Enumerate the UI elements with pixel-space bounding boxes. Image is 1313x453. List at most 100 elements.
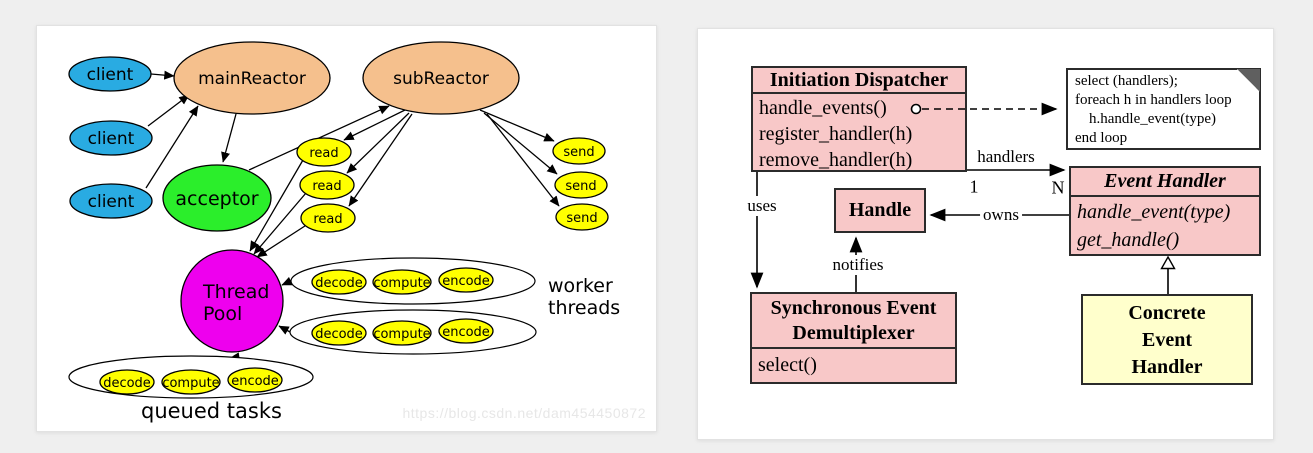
- synchronous-event-demultiplexer-class: Synchronous Event Demultiplexer select(): [750, 292, 957, 384]
- read-2-label: read: [312, 179, 341, 194]
- method-select: select(): [758, 354, 817, 376]
- ceh-title-line2: Event: [1142, 329, 1192, 351]
- event-handler-title: Event Handler: [1071, 168, 1259, 197]
- edge-read2-threadpool: [253, 192, 307, 255]
- ceh-title: Concrete Event Handler: [1083, 296, 1251, 381]
- sed-title: Synchronous Event Demultiplexer: [752, 294, 955, 349]
- q-compute-label: compute: [162, 376, 219, 391]
- edge-subreactor-send1: [479, 109, 555, 142]
- ceh-title-line3: Handler: [1131, 356, 1203, 378]
- edge-subreactor-read2: [346, 112, 410, 174]
- notifies-edge-label: notifies: [829, 255, 887, 275]
- node-acceptor: [162, 164, 272, 232]
- note-line-1: select (handlers);: [1075, 73, 1178, 89]
- edge-mainreactor-acceptor: [221, 113, 237, 163]
- queued-tasks-label: queued tasks: [141, 399, 282, 423]
- node-main-reactor: [173, 41, 331, 115]
- note-line-2: foreach h in handlers loop: [1075, 92, 1232, 108]
- ceh-title-line1: Concrete: [1128, 302, 1206, 324]
- uses-edge-label: uses: [744, 196, 780, 216]
- w1-encode-label: encode: [442, 274, 490, 289]
- inheritance-triangle-icon: [1160, 255, 1176, 270]
- reactor-annotations: worker threads queued tasks: [141, 275, 620, 423]
- node-send-3: [555, 203, 609, 231]
- owns-edge-label: owns: [980, 205, 1022, 225]
- node-q-encode: [227, 367, 283, 393]
- node-send-1: [552, 137, 606, 165]
- w2-encode-label: encode: [442, 325, 490, 340]
- node-q-compute: [161, 369, 221, 395]
- method-register-handler: register_handler(h): [759, 123, 913, 145]
- edge-client2-mainreactor: [147, 94, 190, 127]
- thread-pool-label-line1: Thread: [202, 281, 269, 303]
- method-remove-handler: remove_handler(h): [759, 149, 913, 171]
- node-read-1: [296, 137, 352, 167]
- w1-decode-label: decode: [315, 276, 363, 291]
- send-3-label: send: [566, 211, 597, 226]
- reactor-nodes: [68, 41, 609, 395]
- sub-reactor-label: subReactor: [393, 69, 489, 89]
- node-read-2: [299, 170, 355, 200]
- worker-threads-label-line2: threads: [548, 297, 620, 319]
- reactor-diagram-canvas: client client client mainReactor subReac…: [68, 41, 620, 423]
- handlers-edge-label: handlers: [977, 147, 1035, 166]
- thread-pool-label-line2: Pool: [203, 303, 242, 325]
- w2-compute-label: compute: [373, 327, 430, 342]
- node-w2-decode: [311, 320, 367, 346]
- w2-decode-label: decode: [315, 327, 363, 342]
- send-2-label: send: [565, 179, 596, 194]
- initiation-dispatcher-methods: handle_events() register_handler(h) remo…: [753, 94, 965, 173]
- note-line-4: end loop: [1075, 130, 1128, 146]
- node-send-2: [554, 171, 608, 199]
- worker-threads-label-line1: worker: [548, 275, 613, 297]
- client-2-label: client: [88, 129, 135, 149]
- multiplicity-n-label: N: [1051, 177, 1065, 198]
- node-client-3: [69, 183, 153, 219]
- q-decode-label: decode: [103, 376, 151, 391]
- client-1-label: client: [87, 65, 134, 85]
- method-handle-events: handle_events(): [759, 97, 887, 119]
- concrete-event-handler-class: Concrete Event Handler: [1081, 294, 1253, 385]
- initiation-dispatcher-title: Initiation Dispatcher: [753, 68, 965, 94]
- handle-title: Handle: [848, 199, 912, 221]
- send-1-label: send: [563, 145, 594, 160]
- edge-read1-threadpool: [249, 159, 304, 252]
- edge-subreactor-read3: [348, 113, 413, 207]
- edge-worker1-threadpool: [281, 276, 293, 286]
- node-q-decode: [99, 369, 155, 395]
- sed-title-line1: Synchronous Event: [770, 297, 937, 319]
- edge-worker2-threadpool: [278, 325, 291, 335]
- main-reactor-label: mainReactor: [198, 69, 306, 89]
- acceptor-label: acceptor: [175, 188, 258, 210]
- note-line-3: h.handle_event(type): [1089, 111, 1217, 127]
- node-w1-encode: [438, 267, 494, 293]
- node-w1-decode: [311, 269, 367, 295]
- node-client-1: [68, 56, 152, 92]
- read-3-label: read: [313, 212, 342, 227]
- node-w1-compute: [372, 269, 432, 295]
- page-fold-icon: [1237, 69, 1260, 92]
- pseudocode-note: select (handlers); foreach h in handlers…: [1066, 68, 1261, 150]
- method-handle-event: handle_event(type): [1077, 201, 1231, 223]
- sed-title-line2: Demultiplexer: [792, 322, 915, 344]
- q-encode-label: encode: [231, 374, 279, 389]
- read-1-label: read: [309, 146, 338, 161]
- edge-subreactor-send2: [483, 112, 558, 175]
- reactor-thread-model-figure: client client client mainReactor subReac…: [36, 25, 657, 432]
- node-w2-compute: [372, 320, 432, 346]
- multiplicity-one-label: 1: [969, 176, 979, 197]
- node-client-2: [69, 120, 153, 156]
- watermark: https://blog.csdn.net/dam454450872: [402, 405, 646, 421]
- edge-subreactor-read1: [343, 109, 406, 141]
- node-sub-reactor: [362, 41, 520, 115]
- edge-subreactor-send3: [486, 113, 560, 207]
- edge-read3-threadpool: [256, 223, 309, 258]
- handle-class: Handle: [834, 188, 926, 233]
- event-handler-class: Event Handler handle_event(type) get_han…: [1069, 166, 1261, 256]
- sed-methods: select(): [752, 349, 955, 380]
- edge-client1-mainreactor: [150, 70, 175, 80]
- reactor-uml-figure: Initiation Dispatcher handle_events() re…: [697, 28, 1274, 440]
- reactor-node-labels: client client client mainReactor subReac…: [87, 65, 598, 391]
- event-handler-methods: handle_event(type) get_handle(): [1071, 197, 1259, 254]
- method-get-handle: get_handle(): [1077, 229, 1180, 251]
